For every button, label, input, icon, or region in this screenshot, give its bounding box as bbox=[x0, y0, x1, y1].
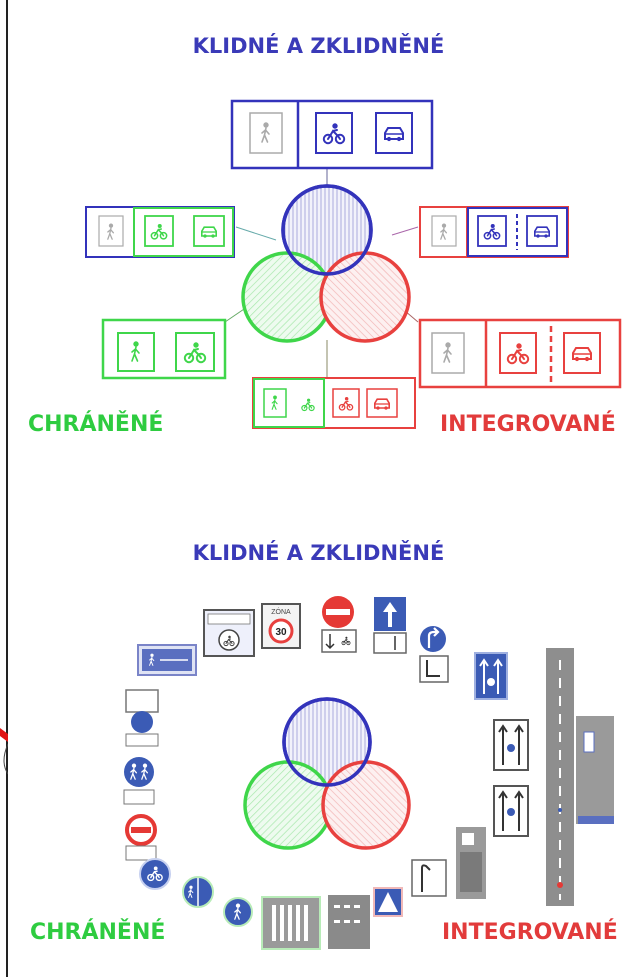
venn-circle-chranene bbox=[241, 251, 333, 343]
bottom-label-chranene: CHRÁNĚNÉ bbox=[30, 920, 166, 945]
top-diagram-title: KLIDNÉ A ZKLIDNĚNÉ bbox=[192, 34, 445, 58]
panel-chranene-integrovane bbox=[252, 377, 416, 429]
venn-circle-integrovane bbox=[319, 251, 411, 343]
panel-klidne-integrovane bbox=[419, 206, 569, 258]
panel-integrovane bbox=[418, 318, 622, 389]
top-label-chranene: CHRÁNĚNÉ bbox=[28, 412, 164, 437]
top-venn bbox=[241, 184, 411, 343]
red-edge-mark bbox=[0, 728, 8, 775]
panel-chranene bbox=[101, 318, 227, 380]
panel-klidne-chranene bbox=[85, 206, 235, 258]
page-border-line bbox=[6, 0, 8, 977]
top-label-integrovane: INTEGROVANÉ bbox=[440, 412, 616, 437]
bottom-label-integrovane: INTEGROVANÉ bbox=[442, 920, 618, 945]
bottom-diagram-title: KLIDNÉ A ZKLIDNĚNÉ bbox=[192, 541, 445, 565]
panel-klidne bbox=[230, 99, 434, 170]
